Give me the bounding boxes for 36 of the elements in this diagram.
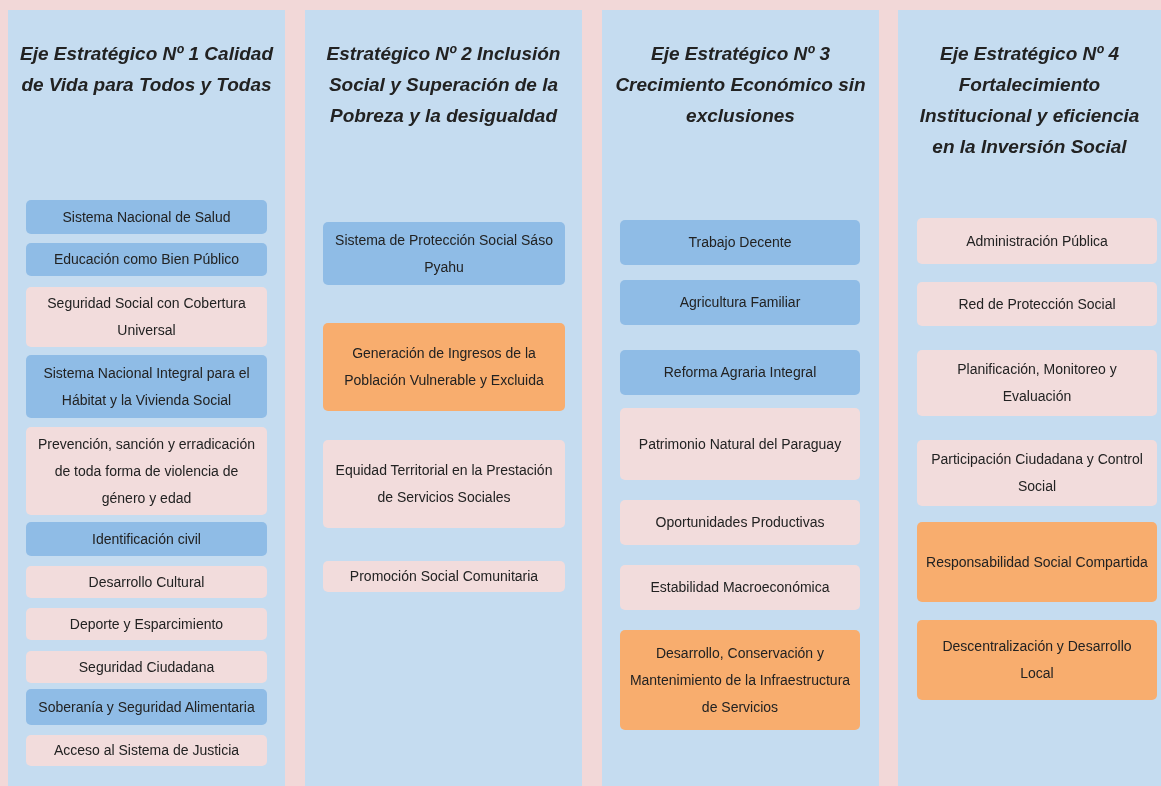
column-panel (602, 10, 879, 786)
topic-box: Educación como Bien Público (26, 243, 267, 276)
topic-box: Equidad Territorial en la Prestación de Servicios Sociales (323, 440, 565, 528)
topic-box: Planificación, Monitoreo y Evaluación (917, 350, 1157, 416)
topic-box: Sistema de Protección Social Sáso Pyahu (323, 222, 565, 285)
column-heading: Eje Estratégico Nº 4 Fortalecimiento Institucional y eficiencia en la Inversión Social (918, 42, 1141, 159)
topic-box: Responsabilidad Social Compartida (917, 522, 1157, 602)
topic-box: Prevención, sanción y erradicación de toda forma de violencia de género y edad (26, 427, 267, 515)
column-heading: Eje Estratégico Nº 3 Crecimiento Económico sin exclusiones (614, 42, 867, 128)
topic-box: Sistema Nacional Integral para el Hábitat y la Vivienda Social (26, 355, 267, 418)
topic-box: Administración Pública (917, 218, 1157, 264)
column-panel (305, 10, 582, 786)
topic-box: Seguridad Social con Cobertura Universal (26, 287, 267, 347)
topic-box: Acceso al Sistema de Justicia (26, 735, 267, 766)
topic-box: Trabajo Decente (620, 220, 860, 265)
topic-box: Oportunidades Productivas (620, 500, 860, 545)
column-heading: Eje Estratégico Nº 1 Calidad de Vida para Todos y Todas (19, 42, 275, 97)
topic-box: Generación de Ingresos de la Población Vulnerable y Excluida (323, 323, 565, 411)
column-panel (898, 10, 1161, 786)
topic-box: Desarrollo Cultural (26, 566, 267, 598)
topic-box: Soberanía y Seguridad Alimentaria (26, 689, 267, 725)
topic-box: Identificación civil (26, 522, 267, 556)
column-panel (8, 10, 285, 786)
topic-box: Estabilidad Macroeconómica (620, 565, 860, 610)
topic-box: Participación Ciudadana y Control Social (917, 440, 1157, 506)
topic-box: Sistema Nacional de Salud (26, 200, 267, 234)
topic-box: Promoción Social Comunitaria (323, 561, 565, 592)
topic-box: Seguridad Ciudadana (26, 651, 267, 683)
topic-box: Red de Protección Social (917, 282, 1157, 326)
topic-box: Reforma Agraria Integral (620, 350, 860, 395)
topic-box: Patrimonio Natural del Paraguay (620, 408, 860, 480)
topic-box: Desarrollo, Conservación y Mantenimiento de la Infraestructura de Servicios (620, 630, 860, 730)
topic-box: Agricultura Familiar (620, 280, 860, 325)
topic-box: Deporte y Esparcimiento (26, 608, 267, 640)
topic-box: Descentralización y Desarrollo Local (917, 620, 1157, 700)
column-heading: Estratégico Nº 2 Inclusión Social y Superación de la Pobreza y la desigualdad (325, 42, 562, 128)
